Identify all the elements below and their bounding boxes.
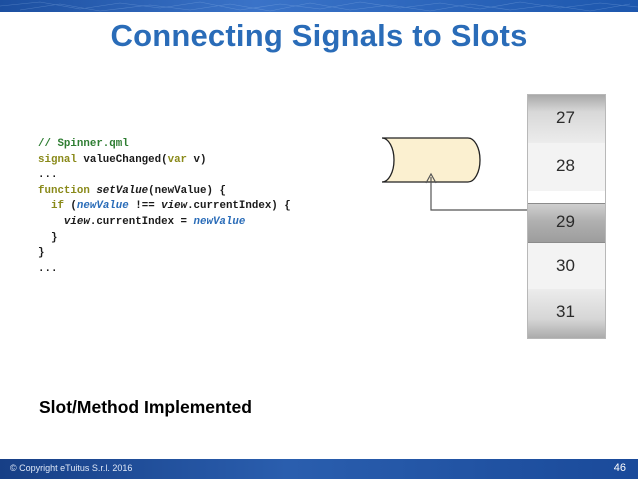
spinner-item[interactable]: 31 (528, 289, 605, 338)
code-token: (newValue) { (148, 184, 226, 197)
code-line: // Spinner.qml (38, 137, 291, 153)
spinner-item[interactable]: 27 (528, 95, 605, 143)
code-token: !== (128, 200, 162, 213)
code-token: newValue (76, 200, 129, 213)
spinner-item-label: 27 (556, 108, 575, 127)
code-line: ... (38, 262, 291, 278)
code-token: ... (38, 262, 58, 275)
slide-title: Connecting Signals to Slots (110, 18, 528, 53)
code-block: // Spinner.qml signal valueChanged(var v)… (38, 137, 291, 277)
code-token: } (38, 247, 45, 260)
code-token: signal (38, 153, 84, 166)
code-token: view (63, 215, 90, 228)
code-line: ... (38, 168, 291, 184)
code-token: // Spinner.qml (38, 138, 129, 150)
code-token (38, 216, 64, 228)
connector-arrowhead (425, 172, 437, 184)
spinner-item-label: 31 (556, 302, 575, 321)
spinner-item-label: 30 (556, 256, 575, 275)
code-line: } (38, 246, 291, 262)
code-token: view (161, 200, 188, 213)
code-token: v) (187, 153, 207, 166)
code-line: } (38, 231, 291, 247)
slot-shape (381, 137, 481, 183)
slot-diagram (381, 137, 527, 211)
code-line: if (newValue !== view.currentIndex) { (38, 199, 291, 215)
code-token: if (50, 200, 64, 213)
page-number: 46 (613, 462, 626, 474)
code-line: signal valueChanged(var v) (38, 153, 291, 169)
section-subtitle: Slot/Method Implemented (39, 397, 252, 417)
code-token: ( (63, 200, 77, 213)
code-token: var (167, 153, 188, 166)
spinner-item-selected[interactable]: 29 (528, 203, 605, 243)
spinner-item[interactable]: 30 (528, 243, 605, 291)
footer-bar: © Copyright eTuitus S.r.l. 2016 46 (0, 459, 638, 479)
copyright-text: © Copyright eTuitus S.r.l. 2016 (10, 463, 133, 473)
code-token: function (38, 184, 97, 197)
code-line: view.currentIndex = newValue (38, 215, 291, 231)
code-token (38, 200, 51, 212)
code-line: function setValue(newValue) { (38, 184, 291, 200)
connector-line (430, 177, 527, 211)
number-spinner[interactable]: 27 28 29 30 31 (527, 94, 606, 339)
code-token: ... (38, 169, 58, 182)
code-token: .currentIndex = (89, 215, 194, 228)
code-token: valueChanged( (83, 153, 168, 166)
code-token: .currentIndex) { (187, 200, 291, 213)
header-texture (0, 1, 638, 12)
spinner-item-label: 28 (556, 156, 575, 175)
header-bar (0, 0, 638, 12)
spinner-item[interactable]: 28 (528, 143, 605, 191)
spinner-item-label: 29 (556, 212, 575, 231)
code-token: newValue (193, 215, 246, 228)
code-token: setValue (96, 184, 149, 197)
code-token: } (38, 231, 58, 244)
